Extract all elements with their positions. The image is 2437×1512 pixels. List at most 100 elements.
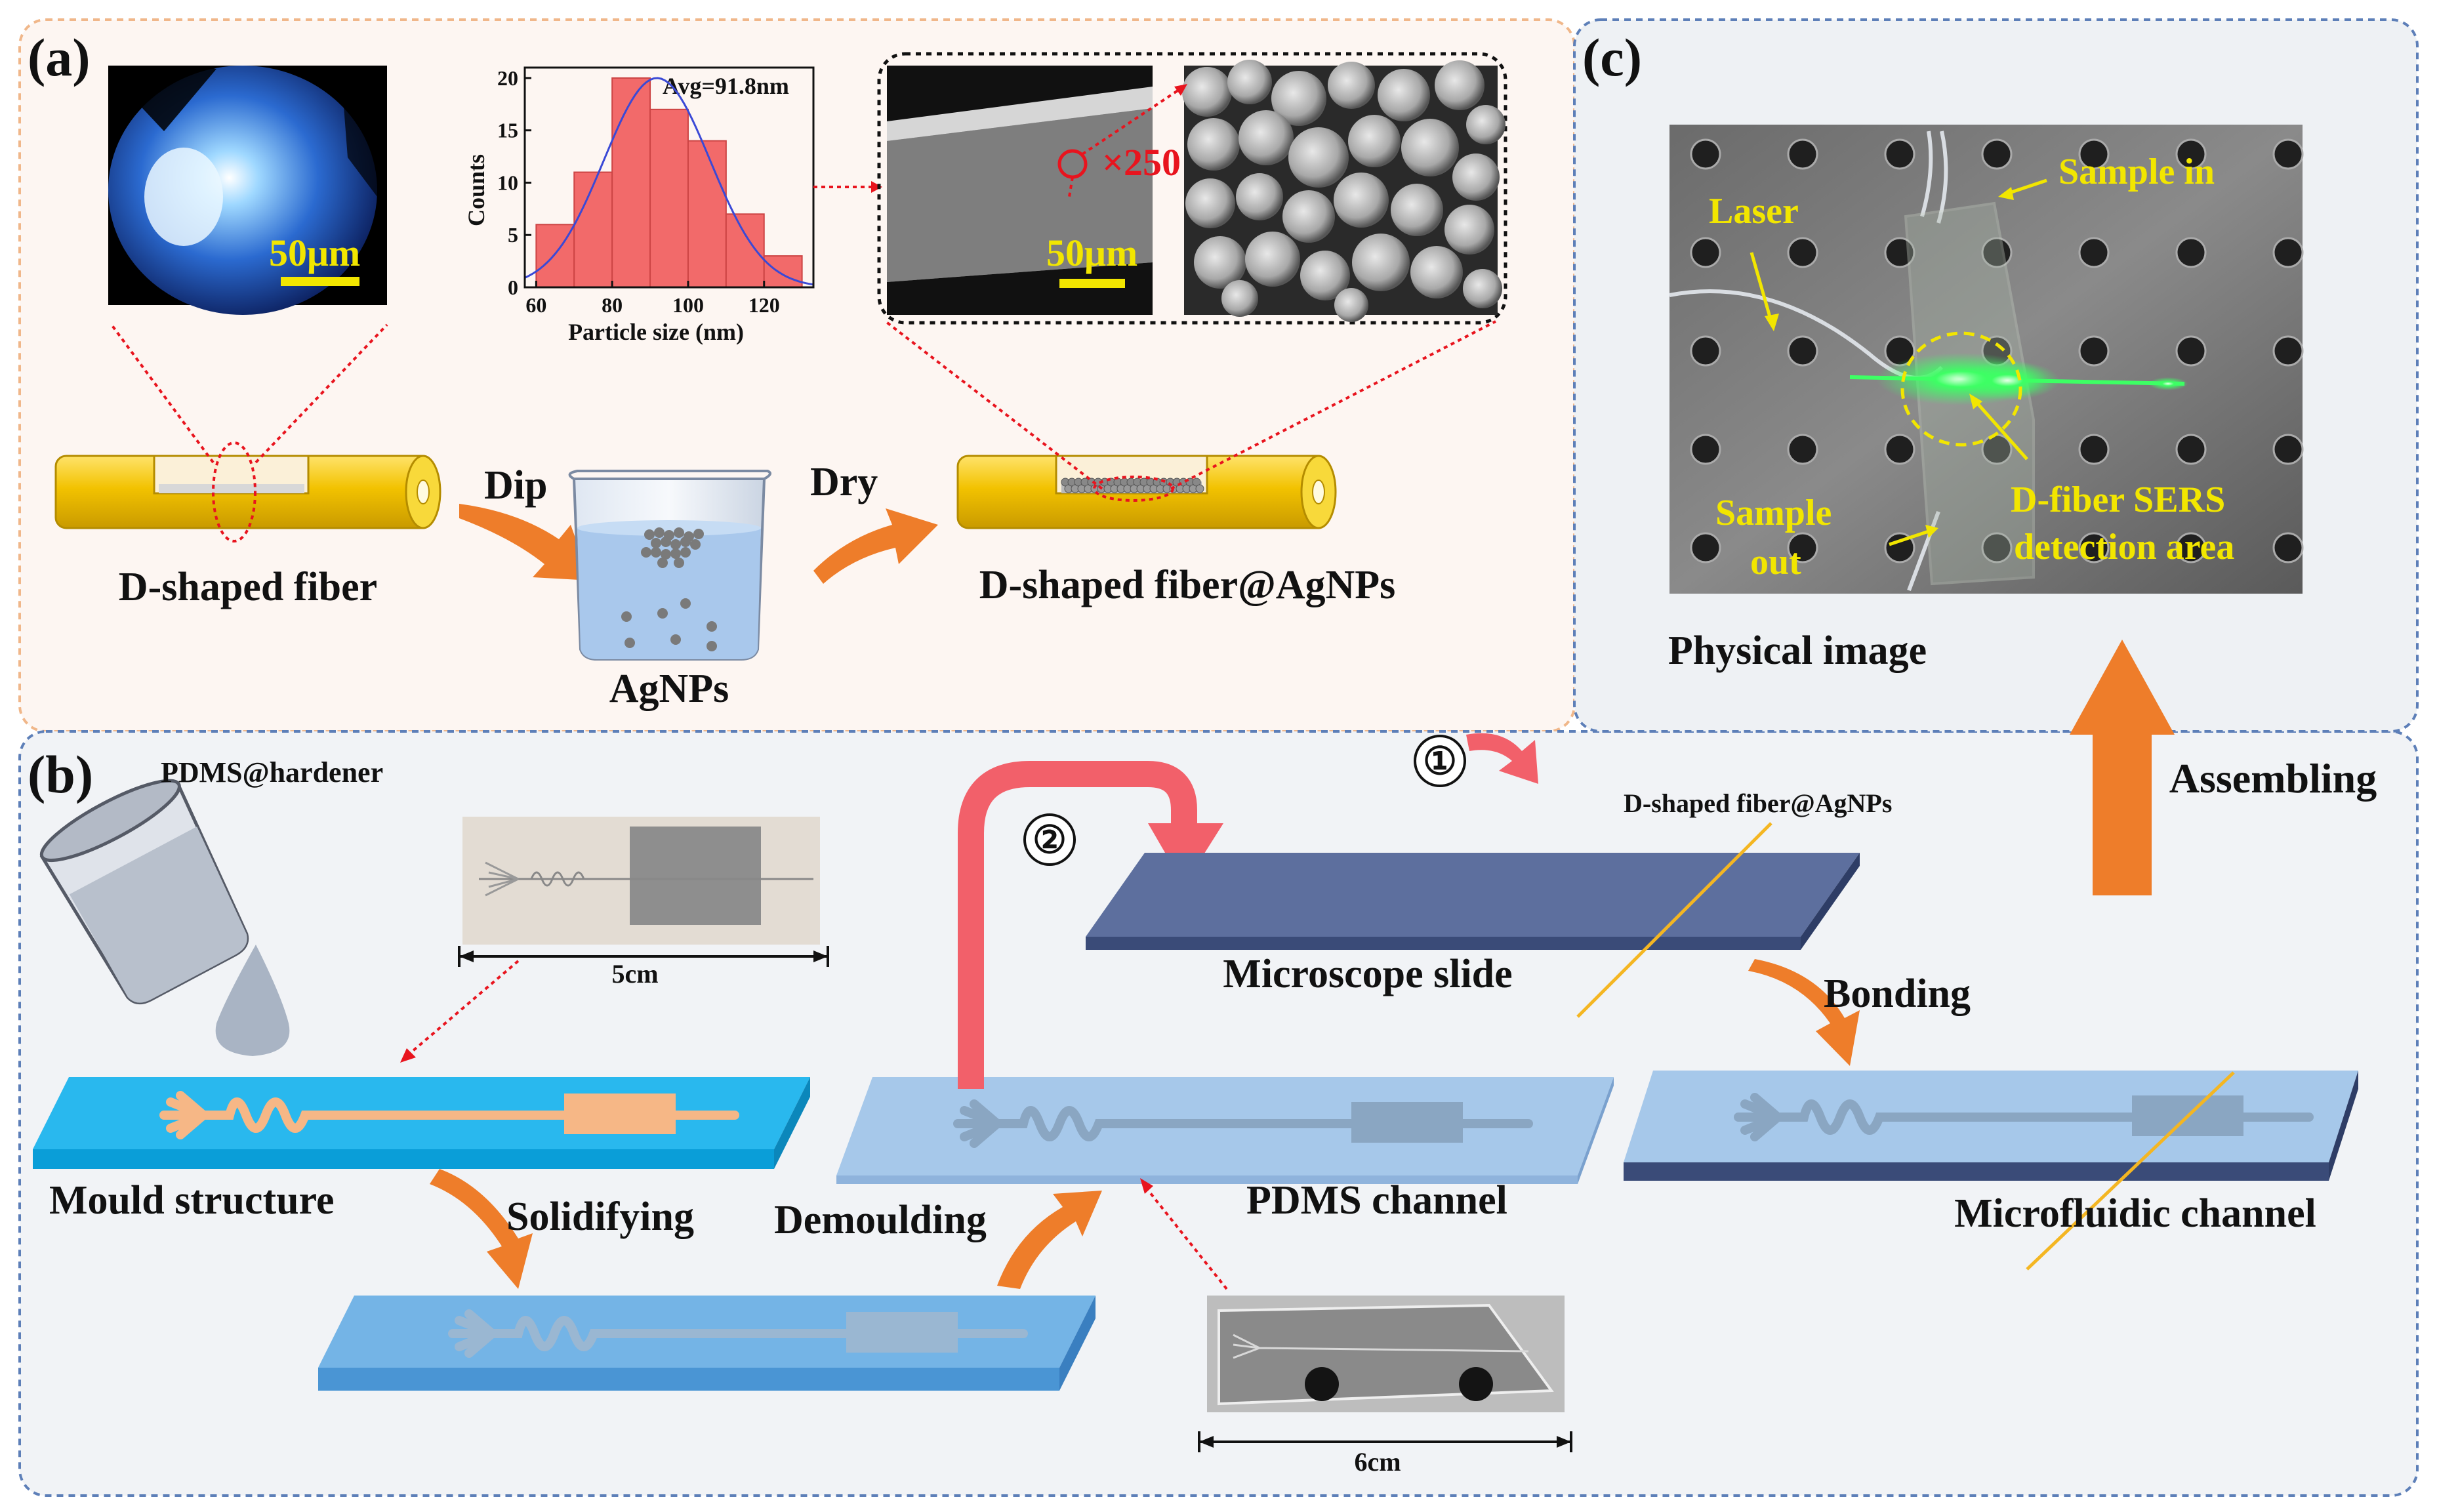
table-hole (2272, 237, 2304, 268)
histogram-x-tick-label: 120 (748, 293, 780, 317)
sem-grain (1378, 69, 1430, 121)
table-hole (2078, 434, 2110, 465)
agnp-particle (651, 547, 661, 558)
sem-grain (1401, 119, 1459, 176)
agnp-particle (674, 558, 684, 568)
microscope-slide (1086, 822, 1860, 1018)
solidified-chip (318, 1296, 1096, 1391)
sem-nanoparticle-grains (1182, 60, 1505, 322)
d-shaped-fiber-agnps (884, 320, 1496, 529)
sem-magnification: ×250 (1102, 141, 1181, 184)
panel-label-b: (b) (28, 745, 93, 804)
table-hole (1690, 532, 1721, 563)
agnps-label: AgNPs (609, 666, 729, 711)
agnp-particle (625, 638, 635, 648)
panel-label-a: (a) (28, 28, 91, 87)
agnp-particle (707, 641, 717, 651)
sem-grain (1328, 62, 1375, 109)
d-shaped-fiber-label: D-shaped fiber (119, 565, 377, 609)
sem-grain (1282, 190, 1335, 243)
detection-area-label-line2: detection area (2014, 527, 2234, 567)
agnp-particle (644, 529, 655, 540)
histogram-y-tick-label: 5 (508, 223, 518, 247)
histogram-x-tick-label: 100 (672, 293, 704, 317)
agnp-particle (674, 527, 684, 538)
histogram-bar (763, 255, 803, 288)
pdms-photo-scale-text: 6cm (1354, 1447, 1401, 1477)
step2-red-arrow (958, 761, 1197, 1089)
agnps-beaker (568, 470, 771, 661)
table-hole (1690, 138, 1721, 170)
table-hole (2078, 532, 2110, 563)
histogram-y-tick-label: 10 (497, 171, 518, 194)
pdms-hardener-label: PDMS@hardener (161, 756, 383, 788)
histogram-bar (649, 108, 689, 289)
table-hole (2175, 138, 2207, 170)
sem-grain (1187, 118, 1240, 171)
agnp-particle (651, 538, 661, 548)
table-hole (1787, 335, 1818, 367)
agnp-particle (707, 621, 717, 632)
table-hole (2078, 335, 2110, 367)
table-hole (1884, 434, 1915, 465)
table-hole (1787, 138, 1818, 170)
pdms-photo-scale: 6cm (1198, 1431, 1572, 1477)
d-shaped-fiber-agnps-label: D-shaped fiber@AgNPs (979, 563, 1396, 607)
table-hole (2272, 434, 2304, 465)
mould-channel-pattern (159, 1091, 739, 1139)
mould-structure-chip (33, 1077, 810, 1169)
agnp-particle (670, 634, 681, 645)
table-hole (2078, 138, 2110, 170)
sem-grain (1435, 60, 1485, 110)
sem-grain (1239, 110, 1294, 165)
physical-image-caption: Physical image (1668, 628, 1927, 673)
sem-grain (1300, 251, 1350, 300)
table-hole (1690, 434, 1721, 465)
sem-grain (1463, 269, 1502, 308)
pdms-drop (215, 945, 290, 1056)
pdms-channel-label: PDMS channel (1246, 1178, 1507, 1223)
bonding-label: Bonding (1824, 971, 1971, 1016)
histogram-bar (725, 213, 765, 289)
agnp-particle (654, 527, 665, 538)
agnp-particle (680, 598, 691, 609)
solidifying-arrow (430, 1169, 533, 1289)
table-hole (1884, 138, 1915, 170)
detection-area-label-line1: D-fiber SERS (2011, 480, 2225, 520)
agnp-particle (657, 608, 668, 619)
sem-grain (1182, 67, 1232, 117)
histogram-ylabel: Counts (463, 154, 489, 226)
assembling-label: Assembling (2169, 755, 2377, 802)
mould-photo-scale-text: 5cm (611, 959, 658, 989)
sem-scale-text: 50μm (1046, 232, 1137, 274)
table-hole (2272, 532, 2304, 563)
dry-label: Dry (810, 460, 878, 504)
histogram-bar (573, 171, 613, 288)
demoulding-arrow (997, 1191, 1102, 1289)
sem-grain (1236, 173, 1283, 220)
agnps-particles (621, 527, 717, 651)
table-hole (1981, 532, 2013, 563)
sem-images: ×250 50μm (877, 52, 1507, 325)
pdms-pouring-beaker (39, 779, 290, 1056)
agnp-particle (670, 548, 681, 559)
sem-grain (1194, 236, 1246, 289)
histogram-xlabel: Particle size (nm) (568, 319, 744, 345)
agnps-coating (1061, 478, 1204, 493)
fiber-end-scale-text: 50μm (269, 232, 360, 274)
sem-grain (1410, 246, 1463, 298)
pdms-channel-photo (1207, 1296, 1565, 1412)
step2-label: ② (1033, 819, 1067, 861)
d-shaped-fiber (54, 323, 441, 542)
step1-label: ① (1423, 740, 1457, 783)
sample-out-label-line1: Sample (1715, 493, 1832, 533)
detection-area-circle (1900, 331, 2022, 447)
table-hole (1787, 532, 1818, 563)
agnp-particle (621, 611, 632, 622)
pdms-channel-chip (836, 1077, 1614, 1184)
assembling-arrow (2070, 640, 2175, 895)
agnp-particle (661, 537, 671, 547)
histogram-avg-label: Avg=91.8nm (663, 73, 789, 99)
table-hole (1690, 237, 1721, 268)
table-hole (2272, 138, 2304, 170)
